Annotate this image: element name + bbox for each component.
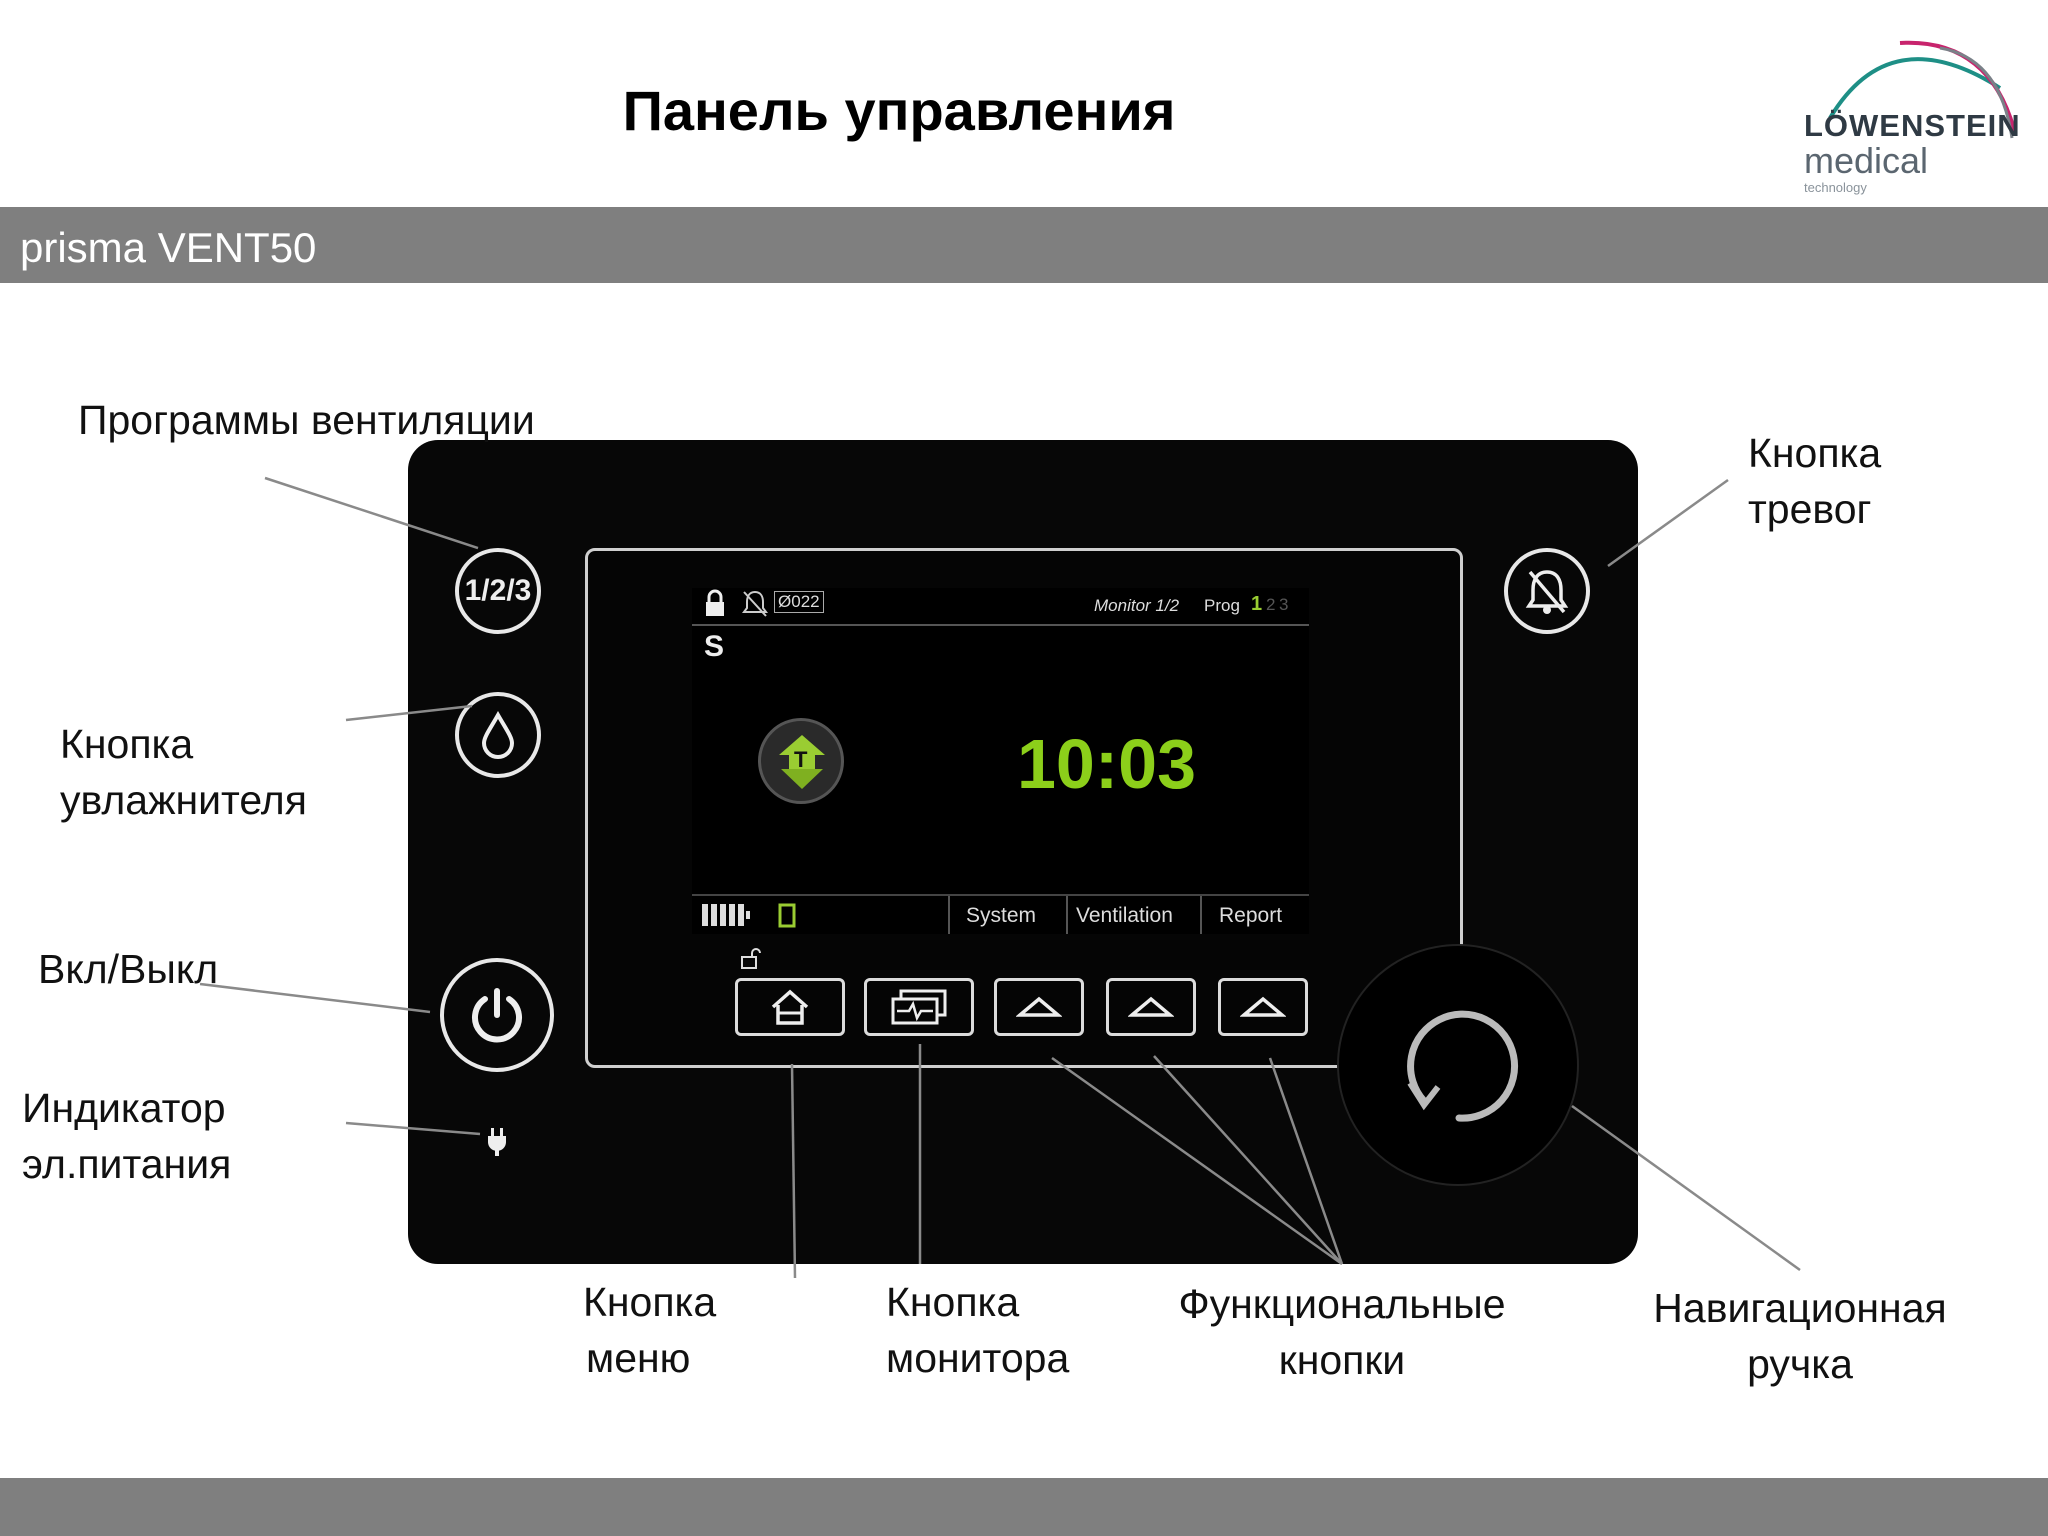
alarm-button[interactable] xyxy=(1504,548,1590,634)
label-function-line2: кнопки xyxy=(1278,1337,1406,1383)
logo-arc-grey xyxy=(1939,46,2014,139)
rotate-icon xyxy=(1407,1010,1519,1122)
page-title: Панель управления xyxy=(622,79,1176,142)
monitor-page-label: Monitor 1/2 xyxy=(1094,596,1180,615)
leader-humidifier xyxy=(345,704,473,722)
leader-knob xyxy=(1571,1104,1801,1272)
menu-button[interactable] xyxy=(735,978,845,1036)
status-value: 022 xyxy=(791,592,820,611)
leader-indicator xyxy=(345,1121,481,1136)
logo-arc-teal xyxy=(1828,57,2002,120)
home-icon xyxy=(771,989,809,1025)
label-power: Вкл/Выкл xyxy=(38,946,219,992)
lock-icon xyxy=(706,589,724,616)
arrow-up-icon xyxy=(1016,996,1062,1017)
label-alarm-line1: Кнопка xyxy=(1748,430,1882,476)
battery-icon xyxy=(702,903,796,928)
tab-report[interactable]: Report xyxy=(1219,904,1283,927)
tab-divider-1 xyxy=(948,896,950,934)
label-alarm-line2: тревог xyxy=(1748,486,1872,532)
tab-divider-2 xyxy=(1066,896,1068,934)
leader-func-3 xyxy=(1268,1057,1344,1265)
tab-system[interactable]: System xyxy=(966,904,1037,927)
leader-alarm xyxy=(1607,478,1729,568)
lowenstein-logo xyxy=(1828,40,2017,139)
leader-power xyxy=(199,982,431,1014)
program-button-label: 1/2/3 xyxy=(464,574,532,607)
monitor-button[interactable] xyxy=(864,978,974,1036)
mode-indicator: S xyxy=(704,630,725,663)
prog-1-active: 1 xyxy=(1251,593,1263,615)
function-button-3[interactable] xyxy=(1218,978,1308,1036)
trigger-badge-label: T xyxy=(794,747,808,772)
label-menu-line2: меню xyxy=(586,1335,691,1381)
arrow-up-icon xyxy=(1240,996,1286,1017)
power-button[interactable] xyxy=(440,958,554,1072)
trigger-badge: T xyxy=(758,718,844,804)
label-menu-line1: Кнопка xyxy=(583,1279,717,1325)
navigation-knob[interactable] xyxy=(1337,944,1579,1186)
function-button-2[interactable] xyxy=(1106,978,1196,1036)
section-band xyxy=(0,207,2048,283)
plug-icon xyxy=(488,1128,506,1156)
arrow-up-icon xyxy=(1128,996,1174,1017)
label-knob-line1: Навигационная xyxy=(1653,1285,1947,1331)
label-indicator-line2: эл.питания xyxy=(22,1141,232,1187)
monitor-icon xyxy=(891,989,947,1025)
prog-label: Prog xyxy=(1204,596,1240,615)
trigger-arrow-icon xyxy=(779,735,825,789)
logo-word-medical: medical xyxy=(1804,140,1929,181)
status-value-box: Ø022 xyxy=(774,591,824,613)
prog-2: 2 xyxy=(1266,595,1276,614)
unlock-small-icon xyxy=(741,948,761,969)
drop-icon xyxy=(481,711,515,759)
prog-3: 3 xyxy=(1279,595,1289,614)
label-humidifier-line1: Кнопка xyxy=(60,721,194,767)
tab-ventilation[interactable]: Ventilation xyxy=(1076,904,1173,927)
label-programs: Программы вентиляции xyxy=(78,397,535,443)
display-screen: Ø022 Monitor 1/2 Prog 1 2 3 S T 10:03 Sy… xyxy=(692,588,1309,934)
logo-word-technology: technology xyxy=(1804,180,1867,195)
function-button-1[interactable] xyxy=(994,978,1084,1036)
program-button[interactable]: 1/2/3 xyxy=(455,548,541,634)
logo-word-lowenstein: LÖWENSTEIN xyxy=(1804,108,2021,143)
device-name-label: prisma VENT50 xyxy=(20,224,317,271)
ozero-glyph: Ø xyxy=(778,592,792,611)
tab-divider-3 xyxy=(1200,896,1202,934)
leader-programs xyxy=(264,476,479,550)
time-display: 10:03 xyxy=(1017,725,1197,803)
footer-band xyxy=(0,1478,2048,1536)
power-icon xyxy=(472,988,522,1043)
leader-menu xyxy=(790,1063,797,1279)
leader-func-2 xyxy=(1153,1055,1343,1265)
bottom-bar-divider xyxy=(692,894,1309,896)
top-bar-divider xyxy=(692,624,1309,626)
alarm-off-small-icon xyxy=(742,590,768,617)
label-knob-line2: ручка xyxy=(1747,1341,1853,1387)
label-monitor-line2: монитора xyxy=(886,1335,1070,1381)
leader-func-1 xyxy=(1051,1056,1343,1266)
label-indicator-line1: Индикатор xyxy=(22,1085,226,1131)
label-humidifier-line2: увлажнителя xyxy=(60,777,307,823)
humidifier-button[interactable] xyxy=(455,692,541,778)
label-monitor-line1: Кнопка xyxy=(886,1279,1020,1325)
label-function-line1: Функциональные xyxy=(1178,1281,1506,1327)
alarm-mute-icon xyxy=(1525,570,1569,614)
